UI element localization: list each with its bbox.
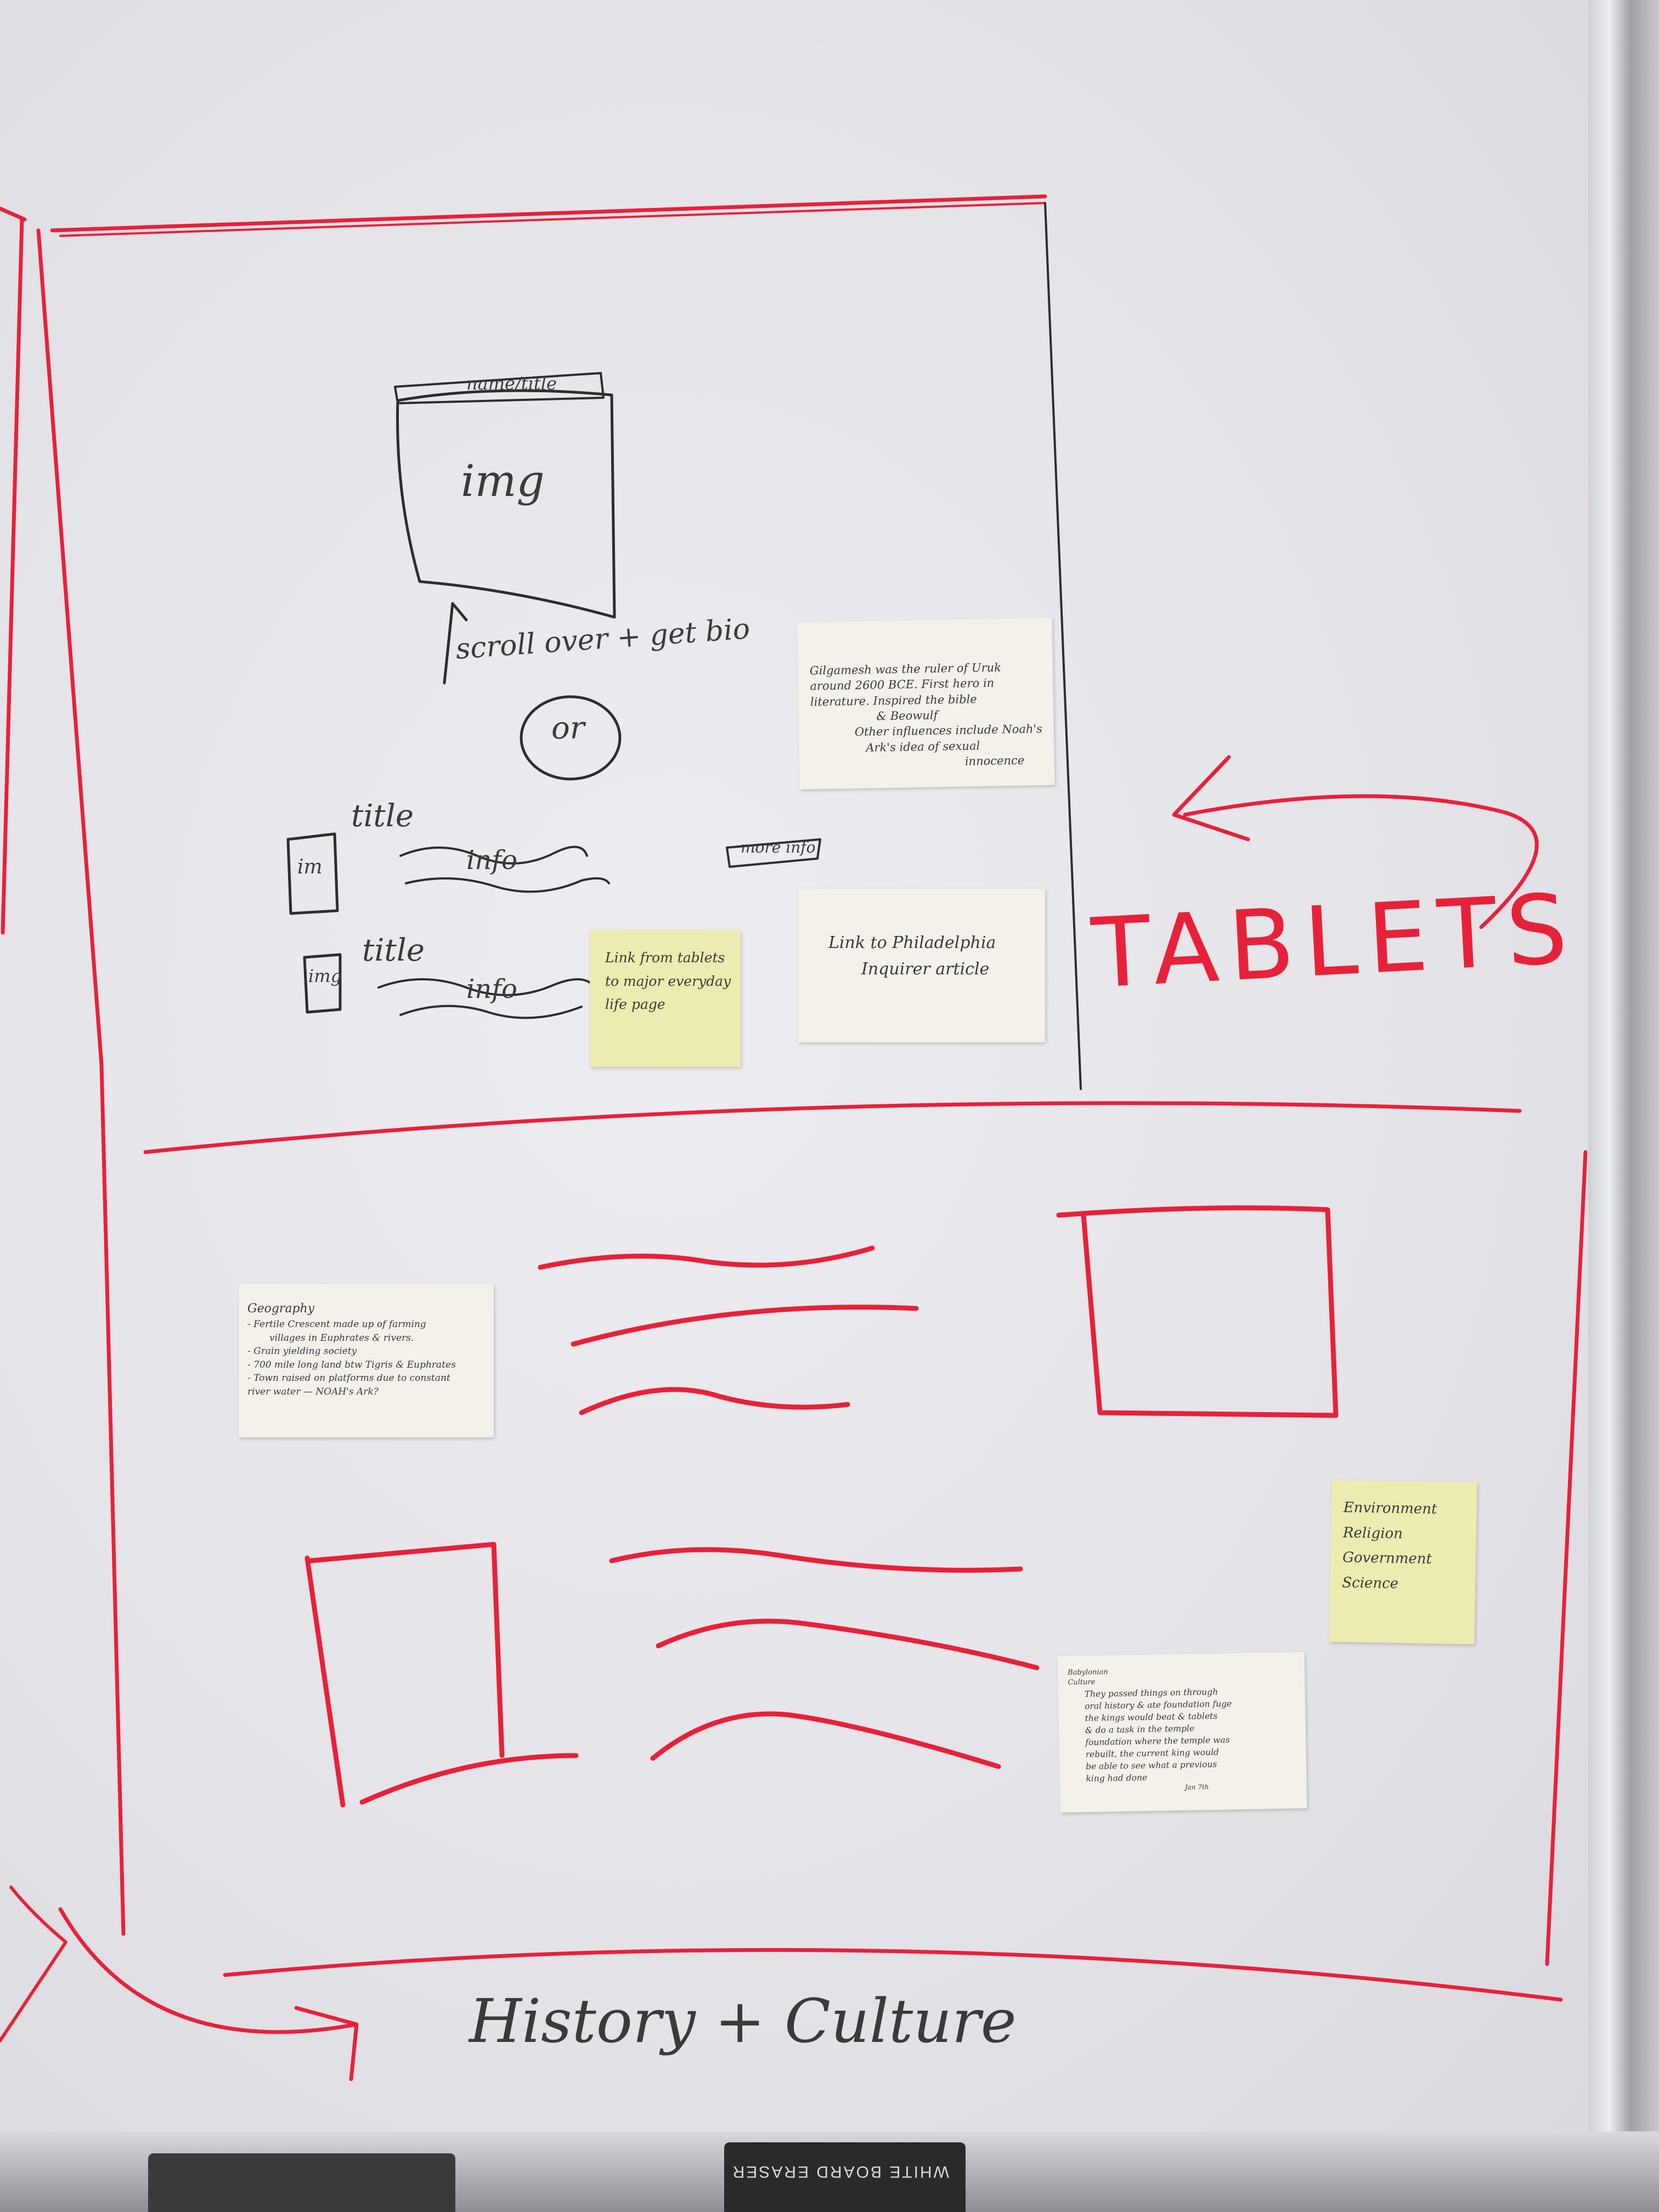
- row-title: title: [351, 798, 414, 834]
- row-info-wave: [399, 845, 588, 865]
- inquirer-card: Link to Philadelphia Inquirer article: [798, 889, 1045, 1042]
- more-button-outline: [726, 838, 821, 868]
- row-info-wave: [405, 877, 610, 893]
- tablet-frame-left: [36, 228, 126, 1936]
- whiteboard-eraser: WHITE BOARD ERASER: [724, 2142, 966, 2212]
- name-tab-label: name/title: [466, 373, 557, 394]
- more-button-label: more info: [741, 838, 816, 856]
- tablets-arrow-head: [1172, 755, 1250, 842]
- gilgamesh-card: Gilgamesh was the ruler of Uruk around 2…: [797, 617, 1055, 790]
- geography-card: Geography - Fertile Crescent made up of …: [239, 1284, 494, 1437]
- adjacent-frame-edge: [0, 206, 27, 935]
- text-line: [609, 1547, 1023, 1573]
- tablets-arrow-curve: [1183, 794, 1539, 929]
- text-line: [656, 1618, 1040, 1671]
- tablet-frame-top: [50, 194, 1047, 233]
- or-label: or: [551, 710, 585, 746]
- text-line: [571, 1305, 919, 1347]
- scroll-arrow: [443, 602, 468, 685]
- name-tab: [394, 372, 605, 404]
- tablet-frame-divider: [143, 1101, 1522, 1154]
- text-line: [650, 1711, 1001, 1769]
- image-placeholder-box: [1056, 1205, 1339, 1418]
- arrow-head-history: [294, 2006, 359, 2081]
- eraser-label: WHITE BOARD ERASER: [731, 2163, 949, 2181]
- hover-image-card: [396, 389, 616, 619]
- arrow-to-history: [58, 1907, 359, 2034]
- row-image-label: im: [297, 856, 323, 878]
- row-image-box: [286, 832, 339, 915]
- link-sticky: Link from tablets to major everyday life…: [590, 930, 741, 1067]
- row-info: info: [466, 845, 517, 876]
- text-line: [538, 1245, 875, 1270]
- topics-sticky: Environment Religion Government Science: [1329, 1480, 1477, 1645]
- tablet-frame-top-2: [59, 202, 1046, 237]
- history-culture-label: History + Culture: [469, 1986, 1017, 2056]
- image-placeholder-box: [304, 1542, 579, 1808]
- row-image-box: [303, 953, 342, 1014]
- tablet-frame-bottom: [223, 1948, 1563, 2002]
- tablet-screen-edge: [1044, 202, 1082, 1090]
- or-circle: [520, 695, 622, 781]
- tablet-frame-right-lower: [1545, 1150, 1588, 1966]
- whiteboard-frame-right: [1588, 0, 1659, 2212]
- img-label: img: [461, 455, 545, 506]
- row-info-wave: [399, 1005, 583, 1019]
- arrow-curve: [0, 1886, 67, 2042]
- eraser-left: [148, 2153, 455, 2212]
- row-image-label: img: [308, 966, 342, 986]
- text-line: [579, 1387, 850, 1415]
- row-info-wave: [377, 978, 594, 996]
- religion-card: Babylonian Culture They passed things on…: [1057, 1652, 1307, 1813]
- row-info: info: [466, 974, 517, 1005]
- row-title: title: [362, 933, 425, 968]
